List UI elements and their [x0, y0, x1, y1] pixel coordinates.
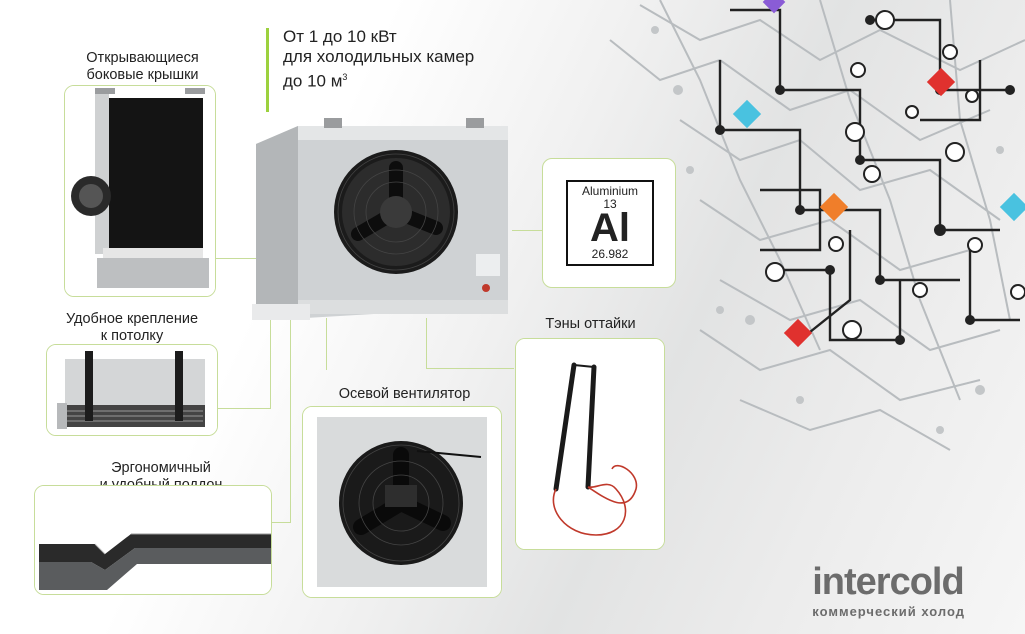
- connector-line: [215, 258, 263, 259]
- brand-tagline: коммерческий холод: [812, 604, 965, 619]
- connector-line: [426, 368, 514, 369]
- headline: От 1 до 10 кВт для холодильных камер до …: [283, 27, 474, 92]
- drip-tray-photo: [34, 485, 272, 595]
- connector-line: [326, 318, 327, 370]
- connector-line: [512, 230, 542, 231]
- headline-line: для холодильных камер: [283, 47, 475, 66]
- side-covers-label: Открывающиеся боковые крышки: [86, 50, 199, 83]
- defrost-heaters-photo: [515, 338, 665, 550]
- connector-line: [270, 300, 271, 408]
- element-name: Aluminium: [581, 184, 638, 198]
- element-tile-frame: Aluminium 13 Al 26.982: [542, 158, 676, 288]
- brand-logo: intercold коммерческий холод: [812, 563, 965, 621]
- main-unit-photo: [246, 118, 516, 324]
- brand-name: intercold: [812, 561, 964, 603]
- element-tile: Aluminium 13 Al 26.982: [566, 180, 654, 266]
- side-covers-photo: [64, 85, 216, 297]
- connector-line: [426, 318, 427, 368]
- headline-line: От 1 до 10 кВт: [283, 27, 397, 46]
- ceiling-mount-label: Удобное крепление к потолку: [65, 311, 199, 344]
- axial-fan-photo: [302, 406, 502, 598]
- headline-accent-bar: [266, 28, 269, 112]
- element-symbol: Al: [590, 206, 630, 250]
- defrost-heaters-label: Тэны оттайки: [545, 316, 636, 332]
- element-mass: 26.982: [591, 247, 629, 261]
- connector-line: [270, 522, 291, 523]
- connector-line: [290, 310, 291, 522]
- connector-line: [215, 408, 271, 409]
- element-number: 13: [603, 197, 617, 211]
- ceiling-mount-photo: [46, 344, 218, 436]
- headline-line: до 10 м3: [283, 71, 348, 91]
- axial-fan-label: Осевой вентилятор: [338, 386, 471, 402]
